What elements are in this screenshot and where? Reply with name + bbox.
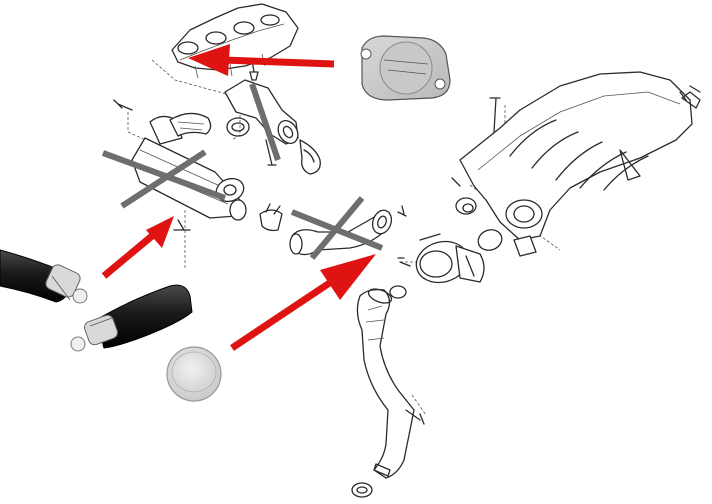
intake-manifold [451,71,701,257]
pipe-cross-stroke-1 [249,83,281,161]
intake-boot [351,288,425,498]
throttle-valve [389,229,503,299]
cooler-cross-stroke-2 [120,149,207,209]
egr-elbow-pipe [259,203,407,256]
arrow-hose-to-cooler [101,216,174,279]
egr-valve [224,59,321,175]
coolant-hose-with-clamps [0,249,193,352]
blanking-plate-center-disc [379,41,433,95]
blanking-cap [166,346,222,402]
exhaust-manifold [171,3,299,79]
blanking-plate-bolt-hole-left [360,48,372,60]
arrow-cap-to-throttle [230,254,376,351]
blanking-cap-body [166,346,222,402]
hose-segment-lower [95,284,193,349]
hose-clamp-upper [45,264,88,304]
blanking-plate-bolt-hole-right [434,78,446,90]
elbow-cross-stroke-2 [309,196,365,260]
cross-out-marks [101,83,384,260]
egr-cooler [113,99,247,231]
hose-clamp-lower [70,314,119,352]
blanking-plate [360,35,451,101]
arrow-plate-to-manifold [188,44,335,76]
red-arrows [101,44,376,351]
